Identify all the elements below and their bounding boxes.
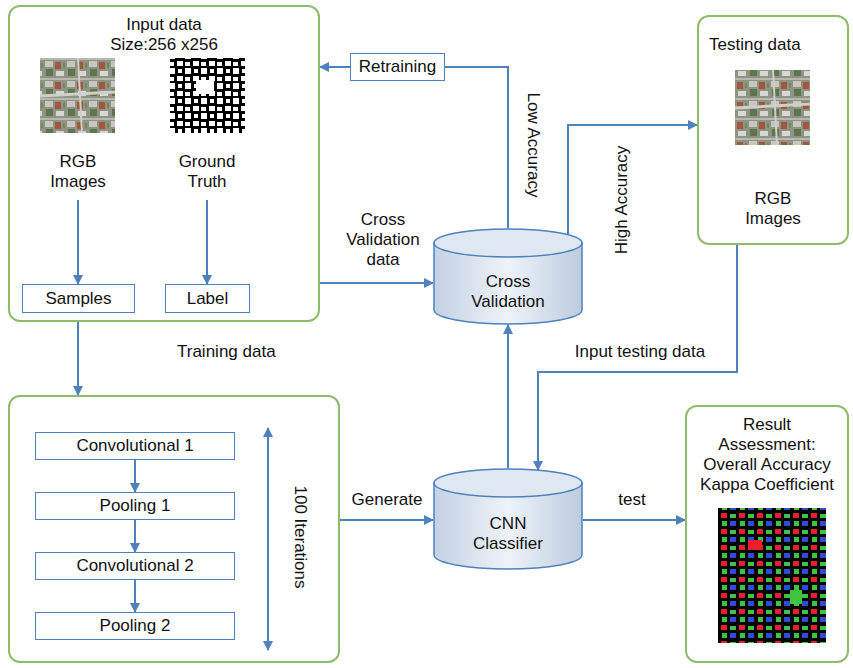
flow-arrow bbox=[568, 125, 697, 234]
classified-map bbox=[718, 508, 826, 643]
flow-arrow bbox=[206, 200, 208, 284]
road bbox=[40, 92, 115, 96]
process-box: Retraining bbox=[350, 53, 445, 81]
classified-map bbox=[718, 508, 826, 643]
flow-arrow bbox=[583, 519, 685, 521]
node-label: 100 Iterations bbox=[290, 485, 310, 588]
road bbox=[78, 58, 82, 133]
image-caption: RGB Images bbox=[33, 56, 123, 200]
database-cylinder: CNN Classifier bbox=[433, 468, 583, 570]
node-label: Retraining bbox=[359, 57, 437, 77]
flow-arrow bbox=[77, 322, 79, 395]
flow-arrow bbox=[340, 519, 433, 521]
flow-arrow bbox=[134, 520, 136, 552]
input-panel: Input data Size:256 x256RGB Images Ground… bbox=[8, 5, 320, 322]
flow-arrow bbox=[445, 67, 508, 228]
node-label: RGB Images bbox=[38, 152, 118, 192]
node-label: RGB Images bbox=[733, 189, 813, 229]
edge-label: Training data bbox=[175, 342, 278, 362]
edge-label: test bbox=[616, 490, 647, 510]
process-box: Samples bbox=[22, 284, 135, 313]
flow-arrow bbox=[77, 200, 79, 284]
node-label: Ground Truth bbox=[167, 152, 247, 192]
node-label: Pooling 2 bbox=[100, 616, 171, 636]
node-label: Convolutional 2 bbox=[76, 556, 193, 576]
layer-box: Pooling 1 bbox=[35, 492, 235, 520]
edge-label: High Accuracy bbox=[612, 144, 632, 257]
connectors bbox=[78, 67, 737, 612]
building-mask bbox=[196, 80, 214, 94]
flow-arrow bbox=[134, 460, 136, 492]
aerial-image bbox=[40, 58, 115, 133]
node-label: Pooling 1 bbox=[100, 496, 171, 516]
flow-arrow bbox=[134, 580, 136, 612]
flow-arrow bbox=[320, 282, 433, 284]
node-label: Cross Validation bbox=[453, 272, 563, 312]
iteration-arrow bbox=[267, 428, 269, 650]
node-label: CNN Classifier bbox=[458, 514, 558, 554]
process-box: Label bbox=[165, 284, 250, 313]
training-panel: 100 Iterations Convolutional 1 Pooling 1 Co… bbox=[8, 395, 340, 663]
flow-arrow bbox=[507, 325, 509, 468]
building-class bbox=[790, 590, 802, 604]
node-label: Label bbox=[187, 289, 229, 309]
road bbox=[735, 104, 810, 108]
flow-arrow bbox=[320, 66, 350, 68]
cylinder-top bbox=[434, 229, 582, 257]
layer-box: Convolutional 2 bbox=[35, 552, 235, 580]
edge-label: Low Accuracy bbox=[523, 91, 543, 200]
node-label: Samples bbox=[45, 289, 111, 309]
ground-truth-image bbox=[170, 58, 245, 133]
aerial-image bbox=[735, 70, 810, 145]
testing-panel: Testing dataRGB Images bbox=[697, 15, 849, 245]
image-caption: Ground Truth bbox=[162, 56, 252, 200]
node-label: Testing data bbox=[709, 35, 844, 55]
node-label: Result Assessment: Overall Accuracy Kapp… bbox=[697, 415, 837, 495]
edge-label: Generate bbox=[350, 490, 425, 510]
result-panel: Result Assessment: Overall Accuracy Kapp… bbox=[685, 405, 849, 663]
node-label: Input data Size:256 x256 bbox=[94, 15, 234, 55]
layer-box: Convolutional 1 bbox=[35, 432, 235, 460]
aerial-image bbox=[40, 58, 115, 133]
database-cylinder: Cross Validation bbox=[433, 228, 583, 325]
ground-truth-image bbox=[170, 58, 245, 133]
cylinder-top bbox=[434, 469, 582, 497]
layer-box: Pooling 2 bbox=[35, 612, 235, 640]
edge-label: Cross Validation data bbox=[336, 210, 430, 270]
aerial-image bbox=[735, 70, 810, 145]
edge-label: Input testing data bbox=[573, 342, 707, 362]
road bbox=[773, 70, 777, 145]
node-label: Convolutional 1 bbox=[76, 436, 193, 456]
building-class bbox=[748, 540, 762, 550]
